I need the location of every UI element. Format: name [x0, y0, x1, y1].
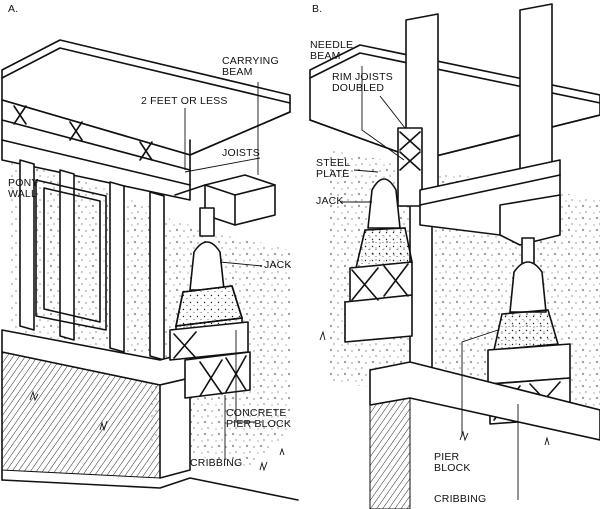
two-feet-label: 2 FEET OR LESS: [141, 95, 228, 107]
panel-letter: B.: [312, 3, 323, 15]
steel-plate-label: STEEL PLATE: [316, 157, 351, 180]
panel-a: A. CARRYING BEAM 2 FEET OR LESS JOISTS P…: [8, 3, 292, 469]
pier-block-label: PIER BLOCK: [434, 451, 471, 474]
cribbing-label: CRIBBING: [434, 493, 487, 505]
cribbing-label: CRIBBING: [190, 457, 243, 469]
panel-b: B. NEEDLE BEAM RIM JOISTS DOUBLED STEEL …: [300, 0, 600, 509]
jack-label: JACK: [316, 195, 344, 207]
pony-wall-label: PONY WALL: [8, 177, 39, 200]
rim-joists-doubled-label: RIM JOISTS DOUBLED: [332, 71, 393, 94]
concrete-pier-block-label: CONCRETE PIER BLOCK: [226, 407, 292, 430]
jack-label: JACK: [264, 259, 292, 271]
panel-letter: A.: [8, 3, 19, 15]
panel-a-drawing: [1, 39, 299, 501]
panel-b-drawing: [309, 3, 600, 509]
joists-label: JOISTS: [222, 147, 260, 159]
needle-beam-label: NEEDLE BEAM: [310, 39, 354, 62]
carrying-beam-label: CARRYING BEAM: [222, 55, 279, 78]
leader-lines: [184, 66, 519, 500]
